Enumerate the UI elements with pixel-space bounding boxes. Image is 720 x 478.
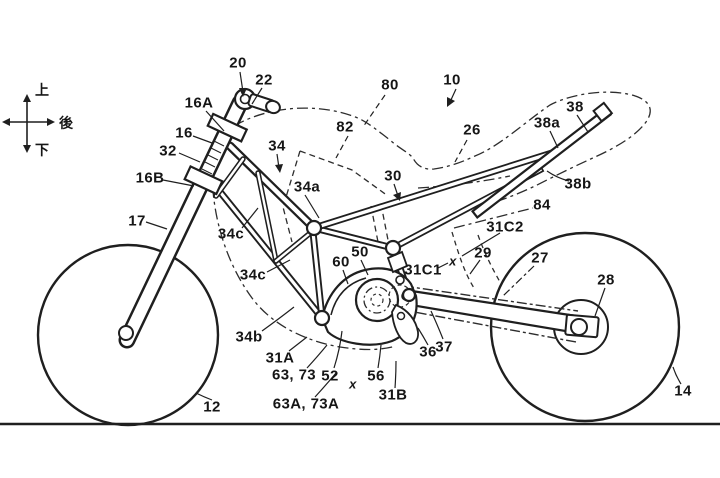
engine-bolt <box>395 275 405 285</box>
rear-axle <box>570 318 588 336</box>
airbox-hidden-lines <box>282 150 389 243</box>
fork-hatching <box>201 140 225 175</box>
tail-lower-line <box>453 207 534 229</box>
main-frame <box>200 141 413 322</box>
orientation-up-label: 上 <box>35 82 49 98</box>
orientation-down-label: 下 <box>35 142 49 158</box>
upper-triple-clamp <box>206 112 249 143</box>
case-inner-edge <box>330 277 367 316</box>
seat-rail <box>309 101 614 253</box>
front-fork <box>118 87 281 349</box>
front-wheel <box>36 243 220 427</box>
lower-triple-clamp <box>183 165 224 196</box>
rear-cover-hidden-lines <box>451 231 501 289</box>
frame-joints <box>305 219 417 327</box>
orientation-arrows <box>2 94 55 153</box>
hidden-strut-lines <box>370 203 390 248</box>
handlebar-end <box>265 99 281 115</box>
rail-end-cap <box>592 101 614 123</box>
front-axle <box>118 325 134 341</box>
drive-chain-lines <box>397 285 579 343</box>
leader-lines <box>145 71 682 401</box>
swingarm <box>403 288 600 339</box>
swingarm-pivot <box>401 287 417 303</box>
engine <box>320 250 419 346</box>
orientation-rear-label: 後 <box>59 115 73 131</box>
clutch-cover <box>354 277 400 323</box>
